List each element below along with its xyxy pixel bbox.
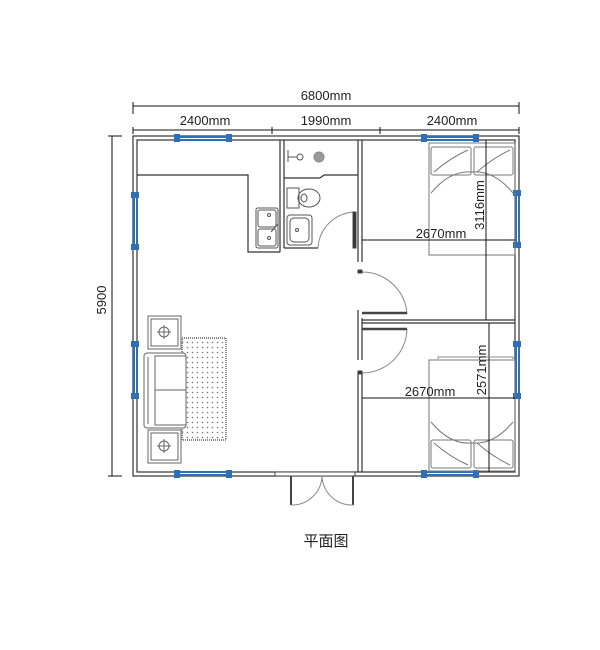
shower-icon <box>287 150 325 163</box>
overall-height-label: 5900 <box>94 286 109 315</box>
side-table-top <box>147 315 182 350</box>
top-dimensions <box>132 102 520 134</box>
bathroom-door[interactable] <box>317 211 357 249</box>
window-right-upper <box>513 190 521 248</box>
overall-width-label: 6800mm <box>301 88 352 103</box>
bedroom1-depth-label: 3116mm <box>472 180 487 230</box>
sofa <box>143 352 187 429</box>
bedroom2-depth-label: 2571mm <box>474 345 489 396</box>
segment-middle-label: 1990mm <box>301 113 352 128</box>
left-dimension <box>108 135 122 477</box>
windows <box>131 134 521 478</box>
bedroom2-width-label: 2670mm <box>405 384 456 399</box>
plan-caption: 平面图 <box>303 532 348 550</box>
entrance-door[interactable] <box>274 471 356 506</box>
window-right-lower <box>513 341 521 399</box>
bed-1 <box>428 142 516 256</box>
washbasin-icon <box>286 214 313 246</box>
bedroom1-door[interactable] <box>357 269 408 315</box>
window-top-left <box>174 134 232 142</box>
bedroom1-width-label: 2670mm <box>416 226 467 241</box>
window-left-upper <box>131 192 139 250</box>
window-bottom-left <box>174 470 232 478</box>
window-bottom-right <box>421 470 479 478</box>
kitchen-sink <box>255 207 279 249</box>
side-table-bottom <box>147 429 182 464</box>
segment-right-label: 2400mm <box>427 113 478 128</box>
bedroom-dimensions <box>362 140 515 472</box>
bed-2 <box>428 359 516 472</box>
segment-left-label: 2400mm <box>180 113 231 128</box>
window-left-lower <box>131 341 139 399</box>
toilet-icon <box>286 187 321 209</box>
bedroom2-door[interactable] <box>357 327 408 375</box>
rug <box>181 337 227 441</box>
interior-walls <box>137 140 515 472</box>
bathroom-fixtures <box>286 150 325 246</box>
window-top-right <box>421 134 479 142</box>
